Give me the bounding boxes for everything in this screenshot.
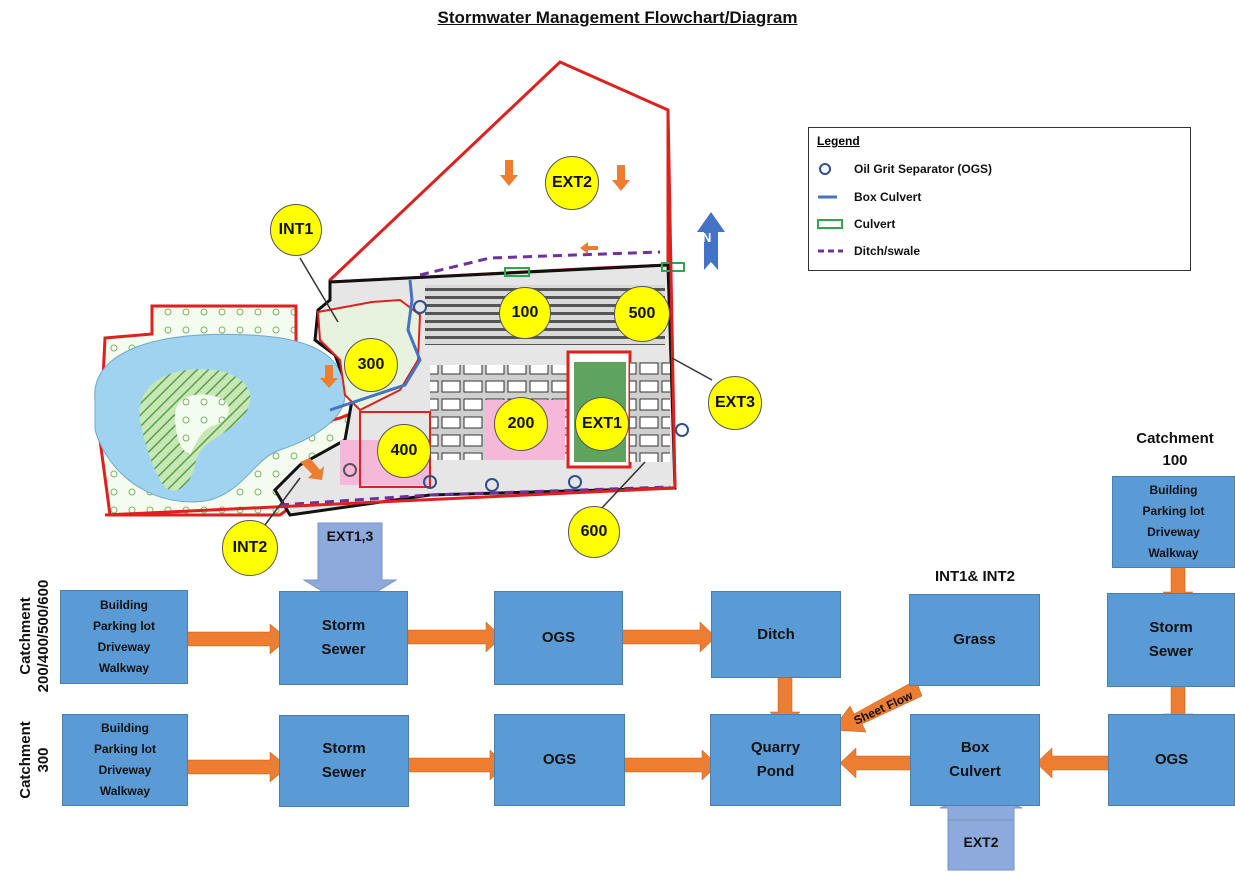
ogs-marker xyxy=(423,475,437,489)
map-label-100: 100 xyxy=(499,287,551,339)
sheet-flow-label: Sheet Flow xyxy=(852,688,916,728)
row2-ogs-box: OGS xyxy=(494,714,625,806)
legend: Legend Oil Grit Separator (OGS) Box Culv… xyxy=(808,127,1191,271)
page-title: Stormwater Management Flowchart/Diagram xyxy=(437,8,798,27)
row1-ogs-box: OGS xyxy=(494,591,623,685)
ext2-label: EXT2 xyxy=(963,834,999,850)
legend-label: Ditch/swale xyxy=(854,244,921,258)
map-label-int1: INT1 xyxy=(270,204,322,256)
legend-label: Box Culvert xyxy=(854,190,922,204)
ogs-marker xyxy=(675,423,689,437)
flow-arrow-icon xyxy=(612,165,630,191)
ditch-dash-icon xyxy=(818,249,843,253)
map-label-200: 200 xyxy=(494,397,548,451)
leader-line xyxy=(299,257,339,323)
map-label-ext1: EXT1 xyxy=(575,397,629,451)
map-label-ext3: EXT3 xyxy=(708,376,762,430)
ogs-marker xyxy=(343,463,357,477)
ext13-label: EXT1,3 xyxy=(326,528,374,544)
map-label-300: 300 xyxy=(344,338,398,392)
ogs-marker xyxy=(413,300,427,314)
pond-island-white xyxy=(175,394,230,455)
arrow-right-icon xyxy=(185,623,289,655)
map-label-500: 500 xyxy=(614,286,670,342)
arrow-left-icon xyxy=(1035,747,1113,779)
arrow-right-icon xyxy=(185,751,289,783)
leader-line xyxy=(599,461,646,511)
legend-label: Culvert xyxy=(854,217,896,231)
ogs-circle-icon xyxy=(819,163,831,175)
blocks-600 xyxy=(630,362,670,462)
arrow-right-icon xyxy=(407,621,503,653)
box-culvert-line xyxy=(329,279,422,412)
flow-arrow-icon xyxy=(320,365,338,388)
arrow-left-icon xyxy=(839,747,917,779)
map-label-int2: INT2 xyxy=(222,520,278,576)
row2-ogs-right-box: OGS xyxy=(1108,714,1235,806)
leader-line xyxy=(671,357,713,381)
ogs-marker xyxy=(485,478,499,492)
ext2-arrow-stem xyxy=(947,819,1015,871)
int-label: INT1& INT2 xyxy=(934,568,1015,585)
ogs-marker xyxy=(568,475,582,489)
ditch-swale-north xyxy=(419,250,661,277)
legend-title: Legend xyxy=(817,134,860,148)
box-culvert-line-icon xyxy=(818,195,837,199)
map-label-ext2: EXT2 xyxy=(545,156,599,210)
flowchart-arrows xyxy=(185,522,1194,871)
boundary-line xyxy=(666,109,677,489)
flow-arrow-icon xyxy=(500,160,518,186)
boundary-line xyxy=(104,486,676,517)
leader-line xyxy=(264,477,301,526)
culvert-rect-icon xyxy=(817,219,843,229)
sheet-flow-arrow-icon xyxy=(831,679,923,733)
arrow-right-icon xyxy=(615,749,719,781)
culvert-1 xyxy=(504,267,530,277)
flow-arrow-icon xyxy=(580,242,598,254)
arrow-right-icon xyxy=(611,621,717,653)
north-label: N xyxy=(702,230,712,245)
arrow-right-icon xyxy=(401,749,507,781)
north-arrow-icon xyxy=(697,212,725,270)
grass-box: Grass xyxy=(909,594,1040,686)
map-label-400: 400 xyxy=(377,424,431,478)
culvert-2 xyxy=(661,262,685,272)
row1-ditch-box: Ditch xyxy=(711,591,841,678)
ditch-swale-south xyxy=(279,485,671,507)
map-label-600: 600 xyxy=(568,506,620,558)
legend-label: Oil Grit Separator (OGS) xyxy=(854,162,993,176)
flow-arrow-icon xyxy=(300,458,324,480)
